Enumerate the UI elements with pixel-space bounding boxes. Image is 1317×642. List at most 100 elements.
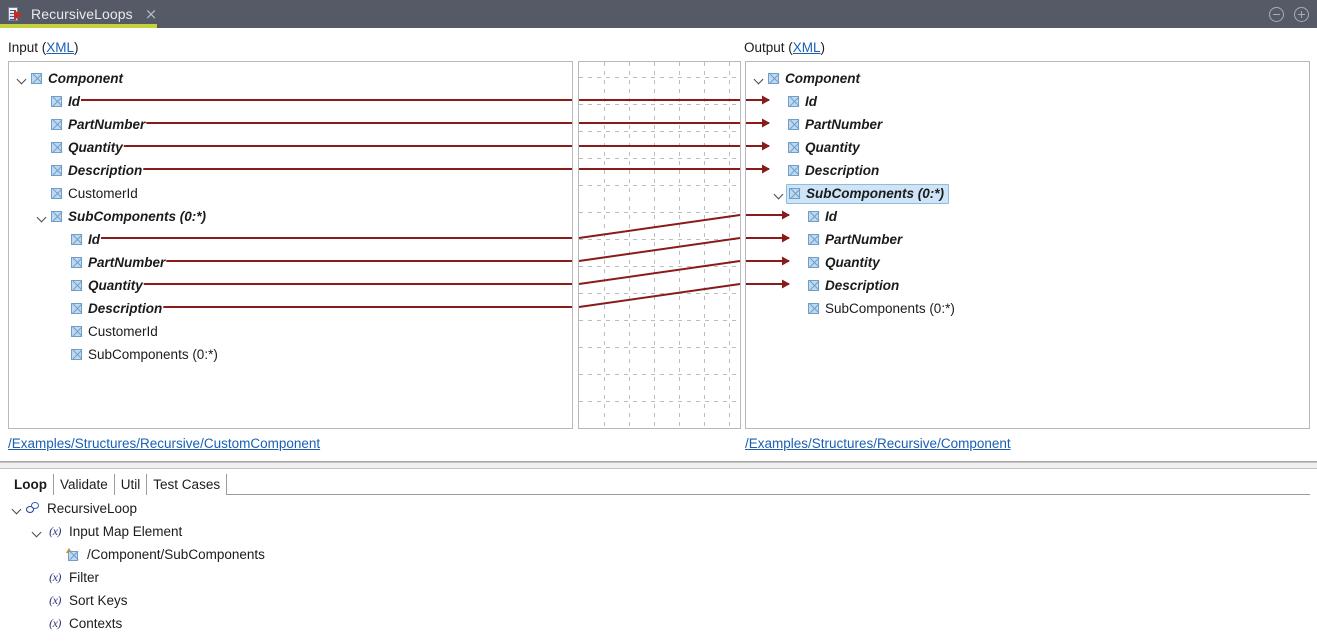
canvas-grid-line-horizontal xyxy=(579,347,740,348)
output-tree-row[interactable]: SubComponents (0:*) xyxy=(772,182,949,205)
xml-element-icon xyxy=(808,211,819,222)
chevron-down-icon[interactable] xyxy=(15,72,29,86)
tree-row-content: SubComponents (0:*) xyxy=(51,207,206,227)
xml-element-icon xyxy=(788,142,799,153)
xml-element-icon xyxy=(71,234,82,245)
chevron-down-icon[interactable] xyxy=(10,502,24,516)
canvas-grid-line-horizontal xyxy=(579,131,740,132)
input-tree-row[interactable]: Component xyxy=(15,67,123,90)
output-tree-row[interactable]: Description xyxy=(792,274,899,297)
output-xml-link[interactable]: XML xyxy=(792,40,821,55)
close-icon[interactable]: × xyxy=(144,4,158,23)
loop-tree-row[interactable]: (x)Filter xyxy=(30,566,99,589)
canvas-grid-line-horizontal xyxy=(579,104,740,105)
input-tree-row[interactable]: Id xyxy=(55,228,100,251)
chevron-down-icon[interactable] xyxy=(30,525,44,539)
xml-element-icon xyxy=(51,165,62,176)
bottom-tab-loop[interactable]: Loop xyxy=(8,474,54,495)
tree-row-content: Id xyxy=(788,92,817,112)
bottom-tab-test-cases[interactable]: Test Cases xyxy=(147,474,228,495)
tree-row-label: Id xyxy=(825,208,837,224)
bottom-tabbar-underline xyxy=(227,494,1310,495)
loop-tree-row-label: Filter xyxy=(69,570,99,585)
fx-icon: (x) xyxy=(49,524,61,538)
xml-element-icon xyxy=(31,73,42,84)
input-tree-row[interactable]: Description xyxy=(55,297,162,320)
xml-element-icon xyxy=(51,211,62,222)
minimize-icon[interactable] xyxy=(1269,6,1284,22)
loop-tree-row-label: Contexts xyxy=(69,616,123,631)
output-tree-row[interactable]: PartNumber xyxy=(772,113,882,136)
tree-row-label: Component xyxy=(48,70,123,86)
editor-tab-strip: RecursiveLoops × xyxy=(0,0,165,28)
input-tree-row[interactable]: PartNumber xyxy=(35,113,145,136)
output-tree-row[interactable]: Id xyxy=(772,90,817,113)
output-tree-row[interactable]: SubComponents (0:*) xyxy=(792,297,955,320)
output-tree-row[interactable]: Component xyxy=(752,67,860,90)
output-tree-row[interactable]: Description xyxy=(772,159,879,182)
bottom-tab-validate[interactable]: Validate xyxy=(54,474,115,495)
tree-row-content: Quantity xyxy=(788,138,860,158)
input-tree-row[interactable]: SubComponents (0:*) xyxy=(35,205,206,228)
bottom-tab-util[interactable]: Util xyxy=(115,474,148,495)
tree-row-label: PartNumber xyxy=(88,254,166,270)
tree-row-label: Id xyxy=(805,93,817,109)
tree-row-label: PartNumber xyxy=(805,116,883,132)
tree-row-content: PartNumber xyxy=(788,115,882,135)
xml-element-icon xyxy=(51,142,62,153)
input-tree-row[interactable]: Description xyxy=(35,159,142,182)
input-tree-row[interactable]: Id xyxy=(35,90,80,113)
tree-row-label: SubComponents (0:*) xyxy=(88,346,218,362)
tree-row-content: PartNumber xyxy=(808,230,902,250)
editor-tab-recursiveloops[interactable]: RecursiveLoops × xyxy=(0,0,165,28)
input-tree-row[interactable]: PartNumber xyxy=(55,251,165,274)
output-tree-row[interactable]: Id xyxy=(792,205,837,228)
title-bar: RecursiveLoops × xyxy=(0,0,1317,28)
bottom-tab-label: Validate xyxy=(60,477,108,492)
bottom-tab-label: Test Cases xyxy=(153,477,221,492)
xml-element-icon xyxy=(788,165,799,176)
xml-element-icon xyxy=(808,303,819,314)
loop-tree-row[interactable]: (x)Contexts xyxy=(30,612,122,635)
xml-element-icon xyxy=(71,280,82,291)
chevron-down-icon[interactable] xyxy=(752,72,766,86)
tree-row-label: CustomerId xyxy=(68,185,138,201)
input-tree-row[interactable]: Quantity xyxy=(55,274,143,297)
chevron-down-icon[interactable] xyxy=(35,210,49,224)
tree-row-content: Description xyxy=(808,276,899,296)
output-tree-row[interactable]: Quantity xyxy=(772,136,860,159)
input-tree-row[interactable]: Quantity xyxy=(35,136,123,159)
tree-row-label: CustomerId xyxy=(88,323,158,339)
output-tree-row[interactable]: Quantity xyxy=(792,251,880,274)
bottom-tab-bar[interactable]: Loop Validate Util Test Cases xyxy=(8,473,228,495)
input-tree-row[interactable]: SubComponents (0:*) xyxy=(55,343,218,366)
xml-element-icon xyxy=(808,234,819,245)
mapping-canvas[interactable] xyxy=(578,61,741,429)
loop-tree-row[interactable]: (x)Input Map Element xyxy=(30,520,182,543)
output-path-link[interactable]: /Examples/Structures/Recursive/Component xyxy=(745,436,1011,451)
canvas-grid-line-horizontal xyxy=(579,266,740,267)
input-path-link[interactable]: /Examples/Structures/Recursive/CustomCom… xyxy=(8,436,321,451)
input-tree-row[interactable]: CustomerId xyxy=(55,320,158,343)
xml-element-icon xyxy=(71,303,82,314)
loop-tree-row[interactable]: /Component/SubComponents xyxy=(50,543,265,566)
tree-row-label: PartNumber xyxy=(68,116,146,132)
input-tree-row[interactable]: CustomerId xyxy=(35,182,138,205)
output-tree-row[interactable]: PartNumber xyxy=(792,228,902,251)
loop-tree-row[interactable]: RecursiveLoop xyxy=(10,497,137,520)
canvas-grid-line-horizontal xyxy=(579,293,740,294)
canvas-grid-line-horizontal xyxy=(579,401,740,402)
loop-tree-row[interactable]: (x)Sort Keys xyxy=(30,589,127,612)
maximize-icon[interactable] xyxy=(1294,6,1309,22)
loop-tree-row-label: /Component/SubComponents xyxy=(87,547,265,562)
input-xml-link[interactable]: XML xyxy=(46,40,75,55)
tree-row-label: Id xyxy=(68,93,80,109)
canvas-grid-line-horizontal xyxy=(579,158,740,159)
xml-element-icon xyxy=(51,96,62,107)
canvas-grid-line-horizontal xyxy=(579,320,740,321)
sash-handle[interactable] xyxy=(0,462,1317,469)
chevron-down-icon[interactable] xyxy=(772,187,786,201)
tree-row-content: Component xyxy=(31,69,123,89)
